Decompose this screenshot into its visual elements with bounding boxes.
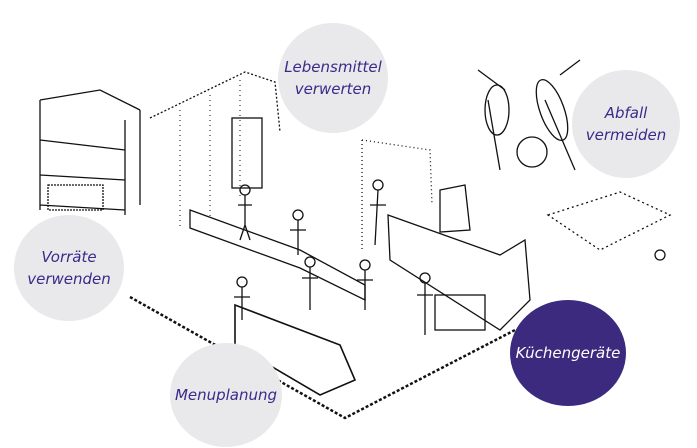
bubble-label: Menuplanung	[174, 386, 278, 404]
pot	[654, 249, 666, 261]
hood	[439, 184, 471, 233]
bubble-label: Lebensmittel	[284, 58, 382, 76]
bubble-lebensmittel-verwerten[interactable]: Lebensmittel verwerten	[278, 23, 388, 133]
bubble-label: vermeiden	[585, 126, 667, 144]
bubble-label: Abfall	[604, 104, 648, 122]
bubble-label: verwerten	[294, 80, 372, 98]
bubble-kuechengeraete[interactable]: Küchengeräte	[510, 300, 626, 406]
wall-dots	[179, 80, 241, 230]
counter-right	[387, 214, 531, 331]
bubble-label: Vorräte	[41, 248, 97, 266]
bubble-vorraete-verwenden[interactable]: Vorräte verwenden	[14, 215, 124, 321]
bubble-label: Küchengeräte	[515, 344, 621, 362]
garden-bed	[546, 191, 672, 251]
back-wall	[149, 71, 281, 133]
cooks	[234, 179, 433, 335]
counter-left	[189, 209, 366, 302]
bubble-abfall-vermeiden[interactable]: Abfall vermeiden	[572, 70, 680, 178]
bubble-label: verwenden	[27, 270, 111, 288]
floor-outline	[129, 295, 516, 420]
vegetable-figures	[477, 59, 581, 171]
counter-front	[234, 303, 357, 396]
right-wall	[361, 139, 433, 250]
stove	[434, 294, 486, 331]
boxes	[47, 184, 104, 211]
fridge	[231, 117, 263, 189]
shelf	[39, 89, 141, 215]
bubble-menuplanung[interactable]: Menuplanung	[170, 343, 282, 447]
